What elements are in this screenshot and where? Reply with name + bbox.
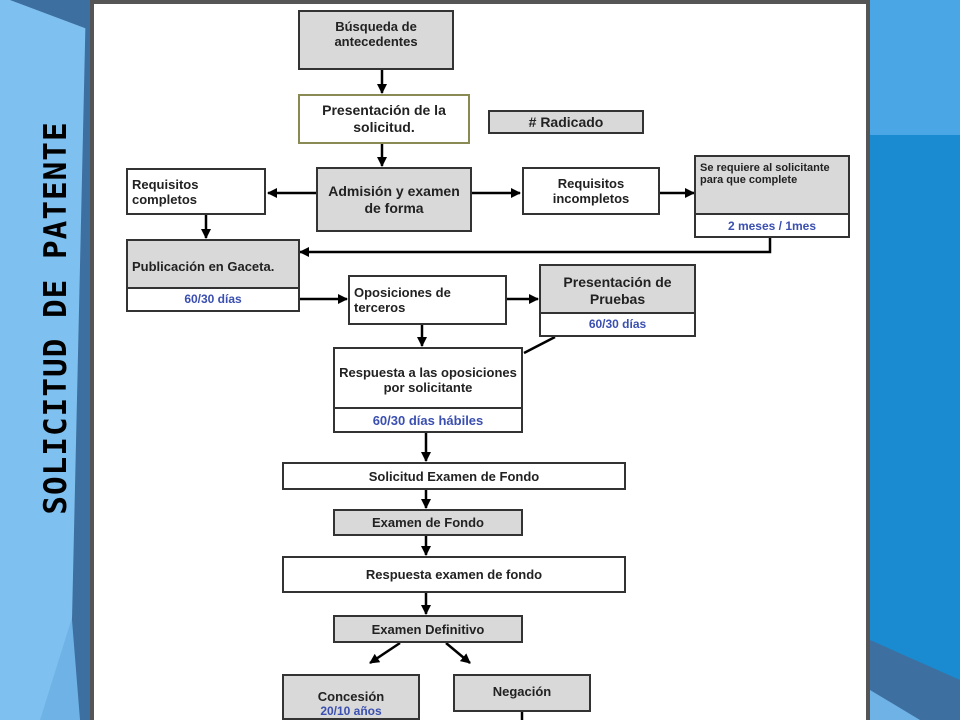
node-busqueda-text: Búsqueda de antecedentes (300, 12, 452, 56)
node-admision: Admisión y examen de forma (316, 167, 472, 232)
node-negacion: Negación (453, 674, 591, 712)
node-examen-fondo: Examen de Fondo (333, 509, 523, 536)
node-solicitud-examen-text: Solicitud Examen de Fondo (369, 469, 539, 484)
node-examen-definitivo-text: Examen Definitivo (372, 622, 485, 637)
node-examen-definitivo: Examen Definitivo (333, 615, 523, 643)
node-pruebas-text: Presentación de Pruebas (541, 266, 694, 316)
node-publicacion-text: Publicación en Gaceta. (128, 241, 298, 291)
node-concesion-text: Concesión (284, 676, 418, 704)
node-respuesta-oposiciones-text: Respuesta a las oposiciones por solicita… (335, 349, 521, 411)
node-oposiciones-text: Oposiciones de terceros (350, 277, 505, 323)
node-publicacion-deadline: 60/30 días (128, 287, 298, 310)
node-examen-fondo-text: Examen de Fondo (372, 515, 484, 530)
node-busqueda: Búsqueda de antecedentes (298, 10, 454, 70)
node-se-requiere: Se requiere al solicitante para que comp… (694, 155, 850, 238)
node-admision-text: Admisión y examen de forma (318, 169, 470, 230)
node-req-incompletos-text: Requisitos incompletos (524, 169, 658, 213)
node-presentacion: Presentación de la solicitud. (298, 94, 470, 144)
node-negacion-text: Negación (455, 676, 589, 706)
node-req-completos: Requisitos completos (126, 168, 266, 215)
node-req-completos-text: Requisitos completos (128, 170, 264, 213)
node-concesion-deadline: 20/10 años (284, 704, 418, 719)
node-respuesta-examen: Respuesta examen de fondo (282, 556, 626, 593)
node-solicitud-examen: Solicitud Examen de Fondo (282, 462, 626, 490)
node-oposiciones: Oposiciones de terceros (348, 275, 507, 325)
node-radicado-text: # Radicado (529, 115, 604, 130)
node-concesion: Concesión 20/10 años (282, 674, 420, 720)
slide-title-text: SOLICITUD DE PATENTE (38, 121, 74, 514)
node-respuesta-examen-text: Respuesta examen de fondo (366, 567, 542, 582)
node-presentacion-text: Presentación de la solicitud. (300, 96, 468, 142)
node-pruebas: Presentación de Pruebas 60/30 días (539, 264, 696, 337)
node-se-requiere-deadline: 2 meses / 1mes (696, 213, 848, 236)
node-req-incompletos: Requisitos incompletos (522, 167, 660, 215)
node-se-requiere-text: Se requiere al solicitante para que comp… (696, 157, 848, 217)
node-publicacion: Publicación en Gaceta. 60/30 días (126, 239, 300, 312)
node-respuesta-oposiciones: Respuesta a las oposiciones por solicita… (333, 347, 523, 433)
node-radicado: # Radicado (488, 110, 644, 134)
node-respuesta-oposiciones-deadline: 60/30 días hábiles (335, 407, 521, 431)
node-pruebas-deadline: 60/30 días (541, 312, 694, 335)
